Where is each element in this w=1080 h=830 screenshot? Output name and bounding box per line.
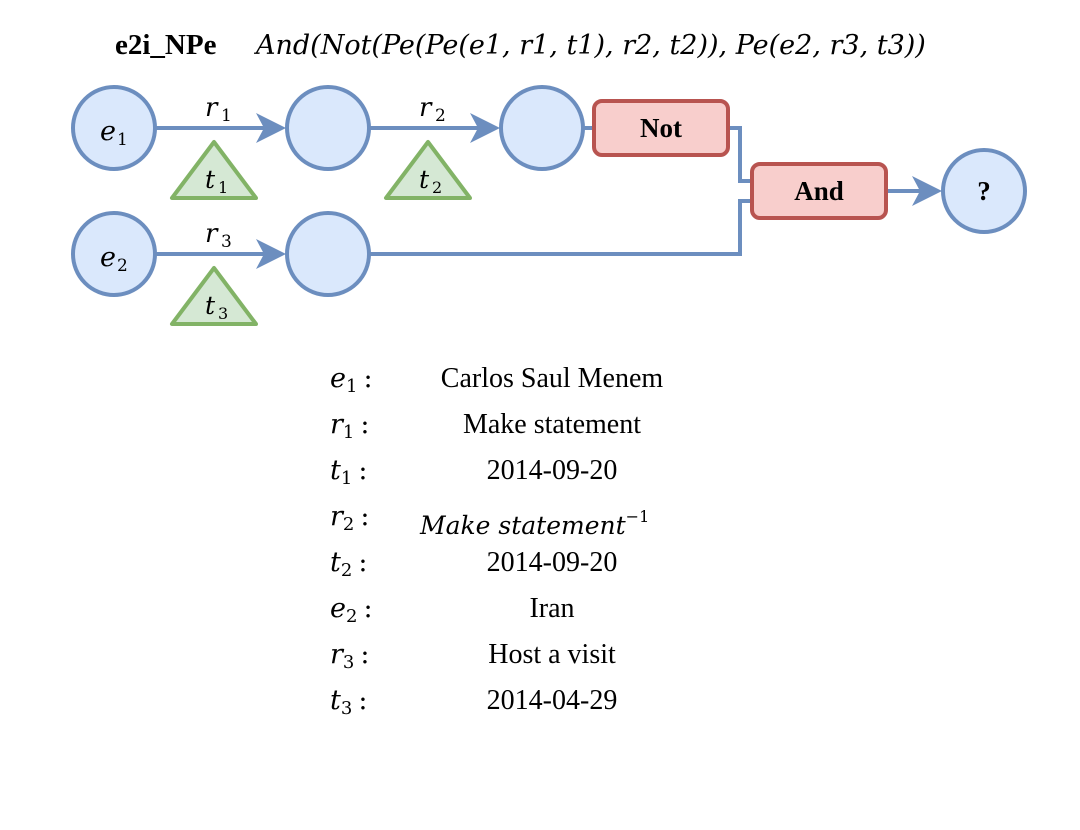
svg-text:e: e [100,116,116,147]
legend-key: e2: [330,593,373,627]
query-title: e2i_NPe [115,29,217,61]
edge-label-r3: r [205,219,219,249]
edge-label-r1-sub: 1 [221,106,232,126]
svg-text:2: 2 [117,256,128,276]
edge-not-and [728,126,752,183]
svg-text:t: t [205,291,216,320]
legend-value: Iran [529,593,575,624]
operator-and: And [750,162,888,220]
edge-label-r2-sub: 2 [435,106,446,126]
edge-e1-n1 [155,113,286,143]
legend-key: t3: [330,685,368,719]
time-triangle-t2: t 2 [384,140,472,200]
legend-key: r2: [330,501,370,535]
query-formula: And(Not(Pe(Pe(e1, r1, t1), r2, t2)), Pe(… [253,30,926,61]
edge-n3-and [370,199,752,256]
legend-value: Carlos Saul Menem [440,363,664,394]
edge-label-r2: r [419,93,433,123]
svg-text:And: And [794,176,844,206]
entity-legend: e1: Carlos Saul Menem r1: Make statement… [330,356,750,724]
legend-key: r3: [330,639,370,673]
svg-text:1: 1 [218,178,228,197]
arrowhead-icon [256,113,286,143]
svg-text:1: 1 [117,130,128,150]
legend-value: Make statement [462,409,642,440]
legend-key: e1: [330,363,373,397]
svg-text:2: 2 [432,178,442,197]
legend-row-r1: r1: Make statement [330,402,750,448]
legend-value: 2014-09-20 [486,547,618,578]
answer-node: ? [941,148,1027,234]
svg-text:?: ? [977,176,991,206]
legend-key: r1: [330,409,370,443]
time-triangle-t3: t 3 [170,266,258,326]
edge-e2-n3 [155,239,286,269]
arrowhead-icon [470,113,500,143]
svg-text:Not: Not [640,113,682,143]
legend-value: Host a visit [488,639,616,670]
entity-node-e2: e 2 [71,211,157,297]
legend-value: 2014-04-29 [486,685,618,716]
legend-row-e1: e1: Carlos Saul Menem [330,356,750,402]
intermediate-node-2 [499,85,585,171]
svg-text:3: 3 [218,304,228,323]
edge-label-r3-sub: 3 [221,232,232,252]
edge-label-r1: r [205,93,219,123]
legend-row-t1: t1: 2014-09-20 [330,448,750,494]
legend-row-r2: r2: Make statement−1 [330,494,750,540]
legend-value: 2014-09-20 [486,455,618,486]
legend-row-e2: e2: Iran [330,586,750,632]
legend-key: t1: [330,455,368,489]
legend-key: t2: [330,547,368,581]
svg-text:e: e [100,242,116,273]
svg-text:t: t [205,165,216,194]
entity-node-e1: e 1 [71,85,157,171]
time-triangle-t1: t 1 [170,140,258,200]
legend-row-t2: t2: 2014-09-20 [330,540,750,586]
legend-row-r3: r3: Host a visit [330,632,750,678]
edge-n1-n2 [370,113,500,143]
legend-row-t3: t3: 2014-04-29 [330,678,750,724]
legend-value: Make statement−1 [420,507,650,540]
edge-and-answer [888,176,942,206]
arrowhead-icon [912,176,942,206]
operator-not: Not [592,99,730,157]
svg-text:t: t [419,165,430,194]
intermediate-node-3 [285,211,371,297]
arrowhead-icon [256,239,286,269]
intermediate-node-1 [285,85,371,171]
